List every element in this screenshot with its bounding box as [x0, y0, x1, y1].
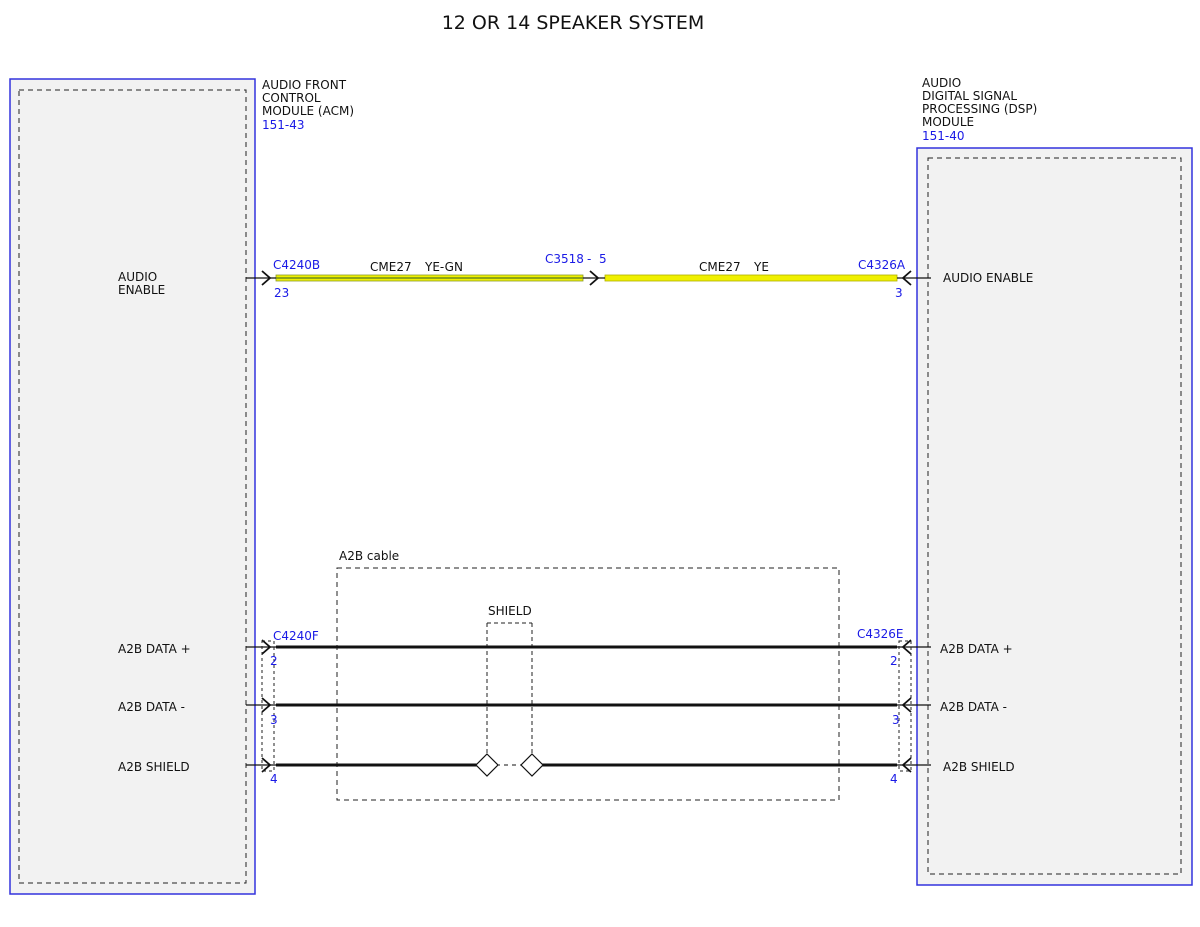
- a2b-shield-label: SHIELD: [488, 604, 532, 618]
- dsp-pin-a2b-shield: A2B SHIELD: [943, 760, 1015, 774]
- shield-termination-right-icon: [520, 753, 544, 777]
- dsp-pin-a2b-data-minus: A2B DATA -: [940, 700, 1007, 714]
- connector-c4326e-link[interactable]: C4326E: [857, 627, 904, 641]
- connector-c4240f-housing: [261, 640, 275, 772]
- a2b-data-plus-dsp-arrow-icon: [901, 639, 912, 655]
- a2b-data-minus-dsp-arrow-icon: [901, 697, 912, 713]
- shield-termination-left-icon: [475, 753, 499, 777]
- audio-enable-left-circuit: CME27: [370, 260, 412, 274]
- acm-a2b-pin-3: 3: [270, 713, 278, 727]
- a2b-cable-label: A2B cable: [339, 549, 399, 563]
- acm-name-line-3: MODULE (ACM): [262, 104, 354, 118]
- diagram-title: 12 OR 14 SPEAKER SYSTEM: [442, 12, 705, 34]
- a2b-shield-outline: [486, 622, 533, 755]
- acm-module-inner-boundary: [18, 89, 247, 884]
- audio-enable-dsp-arrow-icon: [901, 270, 912, 286]
- connector-c3518-link[interactable]: C3518: [545, 252, 584, 266]
- acm-a2b-pin-4: 4: [270, 772, 278, 786]
- dsp-name-line-1: AUDIO: [922, 76, 961, 90]
- connector-c4240b-link[interactable]: C4240B: [273, 258, 320, 272]
- dsp-name-line-2: DIGITAL SIGNAL: [922, 89, 1017, 103]
- connector-c4326e-housing: [898, 640, 912, 772]
- dsp-module-inner-boundary: [927, 157, 1182, 875]
- acm-module-border: [9, 78, 256, 895]
- a2b-shield-dsp-arrow-icon: [901, 757, 912, 773]
- dsp-a2b-pin-3: 3: [892, 713, 900, 727]
- dsp-pin-audio-enable: AUDIO ENABLE: [943, 271, 1033, 285]
- dsp-a2b-pin-2: 2: [890, 654, 898, 668]
- acm-module[interactable]: [9, 78, 256, 895]
- connector-c4326a-link[interactable]: C4326A: [858, 258, 906, 272]
- a2b-data-minus-acm-arrow-icon: [261, 697, 272, 713]
- dsp-name-line-4: MODULE: [922, 115, 974, 129]
- dsp-ref-link[interactable]: 151-40: [922, 129, 965, 143]
- audio-enable-right-circuit: CME27: [699, 260, 741, 274]
- dsp-module-border: [916, 147, 1193, 886]
- acm-pin-a2b-data-minus: A2B DATA -: [118, 700, 185, 714]
- audio-enable-left-color: YE-GN: [424, 260, 463, 274]
- a2b-shield-acm-arrow-icon: [261, 757, 272, 773]
- connector-c4240f-link[interactable]: C4240F: [273, 629, 319, 643]
- dsp-name-line-3: PROCESSING (DSP): [922, 102, 1037, 116]
- audio-enable-wire-left[interactable]: [275, 274, 584, 282]
- dsp-pin-a2b-data-plus: A2B DATA +: [940, 642, 1013, 656]
- dsp-module[interactable]: [916, 147, 1193, 886]
- acm-pin-a2b-shield: A2B SHIELD: [118, 760, 190, 774]
- a2b-data-plus-acm-arrow-icon: [261, 639, 272, 655]
- audio-enable-inline-arrow-icon: [589, 270, 600, 286]
- audio-enable-right-color: YE: [753, 260, 769, 274]
- connector-c3518-separator: -: [587, 252, 591, 266]
- audio-enable-acm-arrow-icon: [261, 270, 272, 286]
- acm-pin-audio-enable-line-2: ENABLE: [118, 283, 165, 297]
- acm-name-line-1: AUDIO FRONT: [262, 78, 347, 92]
- acm-audio-enable-pin-number: 23: [274, 286, 289, 300]
- connector-c3518-pin-number: 5: [599, 252, 607, 266]
- acm-ref-link[interactable]: 151-43: [262, 118, 305, 132]
- acm-pin-audio-enable-line-1: AUDIO: [118, 270, 157, 284]
- dsp-audio-enable-pin-number: 3: [895, 286, 903, 300]
- acm-a2b-pin-2: 2: [270, 654, 278, 668]
- acm-pin-a2b-data-plus: A2B DATA +: [118, 642, 191, 656]
- acm-name-line-2: CONTROL: [262, 91, 321, 105]
- a2b-cable-boundary: [336, 567, 840, 801]
- audio-enable-wire-right[interactable]: [604, 274, 898, 282]
- dsp-a2b-pin-4: 4: [890, 772, 898, 786]
